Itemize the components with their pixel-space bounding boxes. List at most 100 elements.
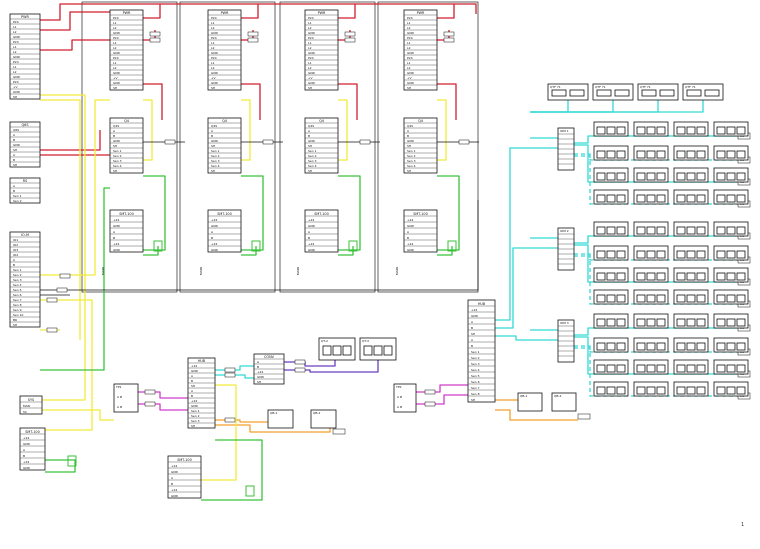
- device-slot: [616, 272, 626, 281]
- device-slot: [726, 364, 736, 373]
- right-sensor-title: TP2: [395, 385, 402, 389]
- module-4-power-title: PWR: [417, 11, 425, 15]
- module-2-ctrl-row-label: GND: [211, 139, 219, 143]
- device-slot: [656, 226, 666, 235]
- device-slot: [696, 364, 706, 373]
- device-slot: [736, 364, 746, 373]
- right-node-b-title: QB-2: [554, 394, 562, 398]
- left-bottom-block-row-label: GND: [23, 466, 31, 470]
- right-top-unit: QTF 71: [682, 83, 724, 101]
- module-2-power-row-label: GND: [211, 81, 219, 85]
- module-1-power-row-label: L1: [113, 21, 117, 25]
- module-4-power-row-label: L1: [407, 21, 411, 25]
- module-4-ctrl-row-label: Sen 2: [407, 154, 416, 158]
- left-aux-block-row-label: Sen 2: [13, 199, 22, 203]
- left-io-block-row-label: A: [13, 258, 16, 262]
- module-3-ctrl-row-label: SH: [308, 169, 312, 173]
- device-slot: [726, 294, 736, 303]
- right-device: [713, 189, 749, 205]
- left-power-block-row-label: SH: [13, 95, 17, 99]
- left-power-block-frame: [9, 13, 41, 100]
- device-slot: [646, 194, 656, 203]
- left-io-block-row-label: SH: [13, 323, 17, 327]
- center-converter-row-label: GND: [257, 375, 265, 379]
- right-device: [593, 245, 629, 261]
- green-loop: [143, 246, 159, 256]
- yellow-center: [201, 384, 237, 481]
- right-device: [593, 121, 629, 137]
- module-1-power-row-label: GND: [113, 71, 121, 75]
- right-device: [673, 167, 709, 183]
- device-slot: [686, 272, 696, 281]
- left-aux-block-row-label: B: [13, 189, 15, 193]
- right-cluster-hub-title: IOM 3: [560, 321, 569, 325]
- center-hub-row-label: A: [191, 374, 194, 378]
- black-tag: [56, 287, 68, 293]
- device-slot: [716, 194, 726, 203]
- black-tag: [359, 139, 371, 145]
- module-1-power-row-label: L2: [113, 66, 117, 70]
- device-slot: [616, 172, 626, 181]
- green-loop: [437, 246, 453, 256]
- module-1-ctrl-row-label: A: [113, 129, 116, 133]
- module-4-power-row-label: L2: [407, 26, 411, 30]
- device-slot: [656, 250, 666, 259]
- module-2-io-row-label: B: [211, 236, 213, 240]
- right-cluster-hub: IOM 3: [557, 319, 575, 363]
- left-bottom-block-title: SMT-100: [25, 430, 40, 434]
- orange-run: [495, 399, 521, 410]
- red-run: [241, 83, 261, 120]
- unit-slot: [569, 89, 585, 97]
- right-device: [713, 121, 749, 137]
- module-2-ctrl-row-label: Sen 4: [211, 164, 220, 168]
- port-pin: [383, 345, 393, 356]
- magenta-tag: [424, 401, 436, 407]
- right-device: [673, 221, 709, 237]
- right-device: [673, 313, 709, 329]
- right-device: [593, 221, 629, 237]
- right-node-a-title: QB-1: [520, 394, 528, 398]
- left-power-block-row-label: GND: [13, 75, 21, 79]
- device-slot: [646, 172, 656, 181]
- right-device: [673, 381, 709, 397]
- module-2-power-row-label: SH: [211, 86, 215, 90]
- device-slot: [726, 172, 736, 181]
- right-node-b-frame: [551, 392, 577, 412]
- right-top-unit: QTF 71: [592, 83, 634, 101]
- green-center: [201, 439, 263, 501]
- device-slot: [646, 318, 656, 327]
- module-4-power-row-label: GND: [407, 71, 415, 75]
- right-device: [633, 313, 669, 329]
- right-hub-row-label: Sen 5: [471, 374, 480, 378]
- device-slot: [676, 364, 686, 373]
- left-power-block-row-label: P24: [13, 40, 19, 44]
- module-1-ctrl-row-label: GND: [113, 139, 121, 143]
- device-slot: [656, 386, 666, 395]
- yellow-run: [338, 99, 348, 161]
- device-slot: [686, 226, 696, 235]
- port-pin: [332, 345, 342, 356]
- module-4-io-frame: [403, 209, 438, 253]
- yellow-tag: [46, 297, 58, 303]
- device-slot: [696, 226, 706, 235]
- left-ctrl-block-row-label: Q6S: [13, 128, 19, 132]
- green-terminal: [245, 485, 255, 497]
- module-3-power-row-label: L2: [308, 46, 312, 50]
- center-converter-row-label: SH: [257, 380, 261, 384]
- module-1-ctrl-row-label: B: [113, 134, 115, 138]
- magenta-run: [416, 394, 468, 405]
- module-1-io-row-label: +24: [113, 218, 119, 222]
- right-cluster-hub-title: IOM 2: [560, 229, 569, 233]
- device-slot: [676, 150, 686, 159]
- right-device: [633, 337, 669, 353]
- device-slot: [696, 194, 706, 203]
- green-terminal: [251, 240, 261, 252]
- right-hub-row-label: +24: [471, 308, 477, 312]
- right-device: [713, 337, 749, 353]
- device-slot: [716, 272, 726, 281]
- module-4-power-row-label: L2: [407, 46, 411, 50]
